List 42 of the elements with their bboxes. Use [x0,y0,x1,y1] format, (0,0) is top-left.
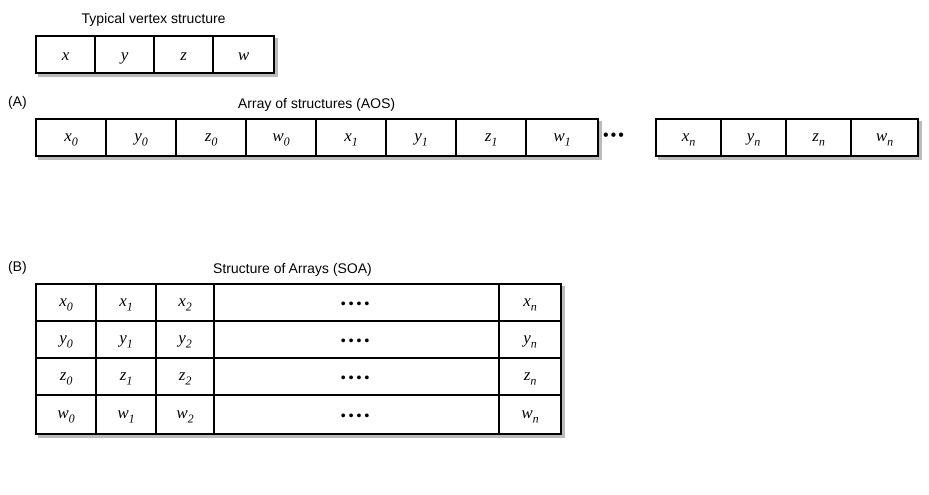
table-cell: x$_{n}$ [682,126,696,150]
table-cell: z$_{n}$ [812,126,825,150]
table-title: Array of structures (AOS) [236,95,396,111]
table-cell: y$_{1}$ [414,126,428,150]
table-cell: w$_{0}$ [272,126,290,150]
table-cell: y$_{n}$ [746,126,760,150]
table-cell: x$_{2}$ [178,290,192,314]
table-cell: w$_{1}$ [553,126,571,150]
table-cell: w$_{n}$ [876,126,894,150]
table-cell: y$_{2}$ [178,328,192,352]
panel-label: (A) [8,93,27,109]
table-title: Typical vertex structure [80,10,226,26]
table-cell: y$_{n}$ [523,328,537,352]
panel-label: (B) [8,258,27,274]
panel-label: Structure of Arrays (SOA) [213,260,372,276]
table-cell: x [62,44,70,64]
table-cell: y$_{1}$ [119,328,133,352]
table-cell: w$_{n}$ [521,402,539,426]
ellipsis: •••• [340,294,372,310]
ellipsis: •••• [340,332,372,348]
table-cell: w [238,44,250,64]
table-cell: w$_{2}$ [176,402,194,426]
table-cell: x$_{0}$ [64,126,78,150]
table-cell: y$_{0}$ [59,328,73,352]
table-cell: x$_{0}$ [59,290,73,314]
table-cell: x$_{n}$ [523,290,537,314]
table-cell: z$_{n}$ [524,364,536,388]
ellipsis: •••• [340,406,372,422]
ellipsis: ••• [603,127,626,145]
table-cell: y$_{0}$ [134,126,148,150]
table-cell: x$_{1}$ [344,126,358,150]
table-cell: w$_{1}$ [117,402,135,426]
table-cell: z$_{2}$ [178,364,192,388]
table-cell: w$_{0}$ [57,402,75,426]
table-cell: z$_{1}$ [120,364,132,388]
ellipsis: •••• [340,368,372,384]
table-cell: z [180,44,187,64]
table-cell: y [120,44,128,64]
table-cell: z$_{1}$ [484,126,498,150]
table-cell: z$_{0}$ [204,126,218,150]
table-cell: x$_{1}$ [119,290,133,314]
table-cell: z$_{0}$ [60,364,72,388]
